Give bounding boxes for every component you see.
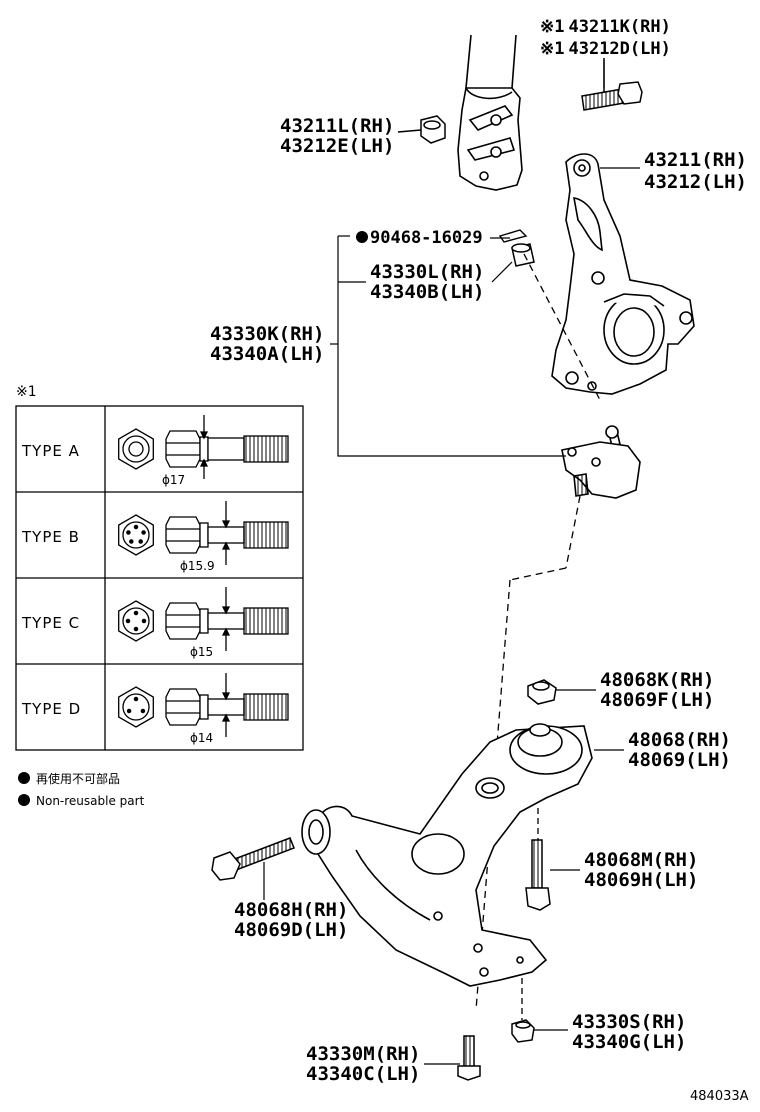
stud-end-dot [133,626,139,632]
upper-nut [397,115,446,144]
stud-side-flange [199,436,209,462]
strut-bracket [457,34,523,191]
callout-lca-rh: 48068(RH) [628,729,731,751]
castle-nut [511,243,535,267]
callout-ball-joint-rh: 43330K(RH) [210,323,324,345]
type-drawings [118,415,289,737]
type-table [15,405,304,751]
hub-bolt [581,58,643,111]
callout-lca-bolt-rear-rh: 48068M(RH) [584,849,698,871]
lca-front-bolt [211,837,295,881]
stud-end-dot [133,610,139,616]
dimension-arrow [221,692,231,701]
legend-jp: 再使用不可部品 [36,771,120,786]
callout-castle-nut-rh: 43330L(RH) [370,261,484,283]
callout-bj-bolt-rh: 43330M(RH) [306,1043,420,1065]
type-label-a: TYPE A [21,442,80,460]
callout-nut-top-rh: 43211L(RH) [280,115,394,137]
bj-nut [511,1019,535,1043]
stud-side-shank [207,612,245,630]
callout-bj-nut-rh: 43330S(RH) [572,1011,686,1033]
dimension-arrow [199,431,209,440]
stud-side-thread [243,693,289,721]
stud-side-flange [199,608,209,634]
stud-side-shank [207,526,245,544]
callout-bj-nut-lh: 43340G(LH) [572,1031,686,1053]
figure-code: 484033A [690,1089,749,1104]
stud-end-dot [125,618,131,624]
stud-side-thread [243,435,289,463]
callout-lca-bolt-rear-lh: 48069H(LH) [584,869,698,891]
dimension-arrow [199,458,209,467]
bolt-mark: ※1 [540,39,564,59]
type-dia-d: ϕ14 [190,731,213,745]
bolt-mark: ※1 [540,17,564,37]
type-label-c: TYPE C [21,614,80,632]
lower-control-arm [301,723,593,987]
stud-side-flange [199,522,209,548]
stud-end-inner [128,441,144,457]
callout-lca-nut-rh: 48068K(RH) [600,669,714,691]
type-table-mark: ※1 [16,384,37,400]
callout-cotter-pin: 90468-16029 [370,228,483,248]
callout-lca-bolt-front-lh: 48069D(LH) [234,919,348,941]
stud-end-circle [122,607,150,635]
callout-knuckle-lh: 43212(LH) [644,171,747,193]
type-dia-b: ϕ15.9 [180,559,215,573]
stud-end-dot [141,530,146,535]
type-label-d: TYPE D [21,700,81,718]
stud-end-circle [122,693,150,721]
dimension-arrow [221,541,231,550]
callout-bj-bolt-lh: 43340C(LH) [306,1063,420,1085]
stud-side-head [165,602,201,640]
stud-end-dot [140,708,146,714]
bj-bolt [457,1035,481,1081]
dimension-arrow [221,520,231,529]
stud-side-thread [243,607,289,635]
stud-end-dot [138,539,143,544]
callout-ball-joint-lh: 43340A(LH) [210,343,324,365]
callout-lca-lh: 48069(LH) [628,749,731,771]
stud-end-dot [133,524,139,530]
stud-end-dot [126,708,132,714]
stud-end-dot [129,539,134,544]
cotter-pin [498,229,528,243]
type-dia-a: ϕ17 [162,473,185,487]
lca-rear-bolt [525,839,551,911]
callout-knuckle-rh: 43211(RH) [644,149,747,171]
lca-nut [527,679,557,705]
leader-lines [263,60,640,1065]
stud-side-shank [207,698,245,716]
callout-lca-nut-lh: 48069F(LH) [600,689,714,711]
stud-end-dot [133,696,139,702]
dimension-arrow [221,606,231,615]
stud-side-head [165,688,201,726]
non-reusable-dot [18,772,30,784]
legend-en: Non-reusable part [36,794,145,808]
type-dia-c: ϕ15 [190,645,213,659]
stud-side-thread [243,521,289,549]
callout-nut-top-lh: 43212E(LH) [280,135,394,157]
non-reusable-dot [18,794,30,806]
dimension-arrow [221,627,231,636]
ball-joint [561,425,641,499]
non-reusable-dot [356,231,368,243]
stud-side-shank [207,437,245,461]
dimension-arrow [221,713,231,722]
stud-side-head [165,516,201,554]
type-label-b: TYPE B [21,528,80,546]
callout-castle-nut-lh: 43340B(LH) [370,281,484,303]
callout-lca-bolt-front-rh: 48068H(RH) [234,899,348,921]
stud-side-head [165,430,201,468]
stud-end-dot [126,530,131,535]
steering-knuckle [551,153,695,395]
stud-end-dot [141,618,147,624]
stud-side-flange [199,694,209,720]
